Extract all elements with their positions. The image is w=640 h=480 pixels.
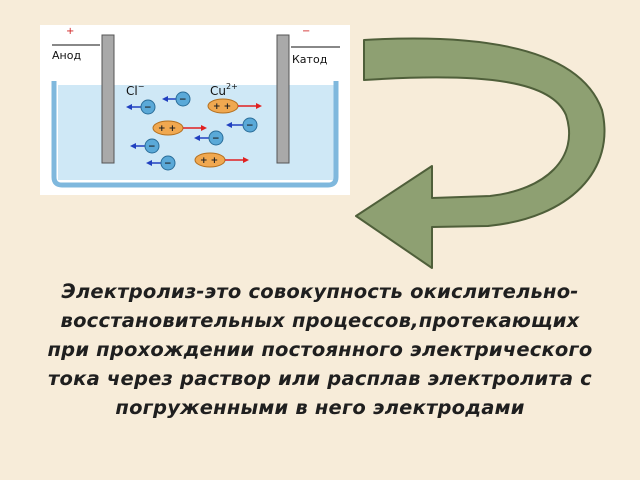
anion [140, 99, 156, 115]
cathode-sign: − [302, 26, 310, 37]
anion-sign: − [164, 159, 172, 169]
anion-sign: − [212, 134, 220, 144]
electrolysis-svg: + Анод − Катод Cl− Cu2+ − − + + [51, 26, 340, 188]
anode-electrode [101, 34, 115, 164]
anion [175, 91, 191, 107]
cathode-electrode [276, 34, 290, 164]
electrolysis-diagram: + Анод − Катод Cl− Cu2+ − − + + [40, 25, 350, 195]
curved-arrow-shape [355, 37, 606, 269]
curved-arrow-icon [355, 37, 606, 269]
anion [208, 130, 224, 146]
definition-text: Электролиз-это совокупность окислительно… [47, 280, 593, 419]
cation-arrowhead [201, 125, 207, 131]
cation-arrowhead [243, 157, 249, 163]
cation-sign: + + [200, 156, 218, 166]
electrolyte-solution [58, 85, 334, 180]
anion-sign: − [179, 95, 187, 105]
anion-arrowhead [162, 96, 168, 102]
anion-arrowhead [146, 160, 152, 166]
anion-symbol: Cl− [126, 82, 144, 98]
cathode-label: Катод [292, 53, 328, 66]
cation-symbol: Cu2+ [210, 82, 238, 98]
anode-sign: + [66, 26, 74, 37]
anion-arrowhead [194, 135, 200, 141]
anode-label: Анод [52, 49, 81, 62]
anion-arrowhead [226, 122, 232, 128]
cation-arrowhead [256, 103, 262, 109]
anion [242, 117, 258, 133]
anion [144, 138, 160, 154]
anion-arrowhead [126, 104, 132, 110]
anion-sign: − [246, 121, 254, 131]
cation-sign: + + [158, 124, 176, 134]
anion-sign: − [148, 142, 156, 152]
anion-arrowhead [130, 143, 136, 149]
anion [160, 155, 176, 171]
vessel [51, 81, 339, 188]
anion-sign: − [144, 103, 152, 113]
cation-sign: + + [213, 102, 231, 112]
